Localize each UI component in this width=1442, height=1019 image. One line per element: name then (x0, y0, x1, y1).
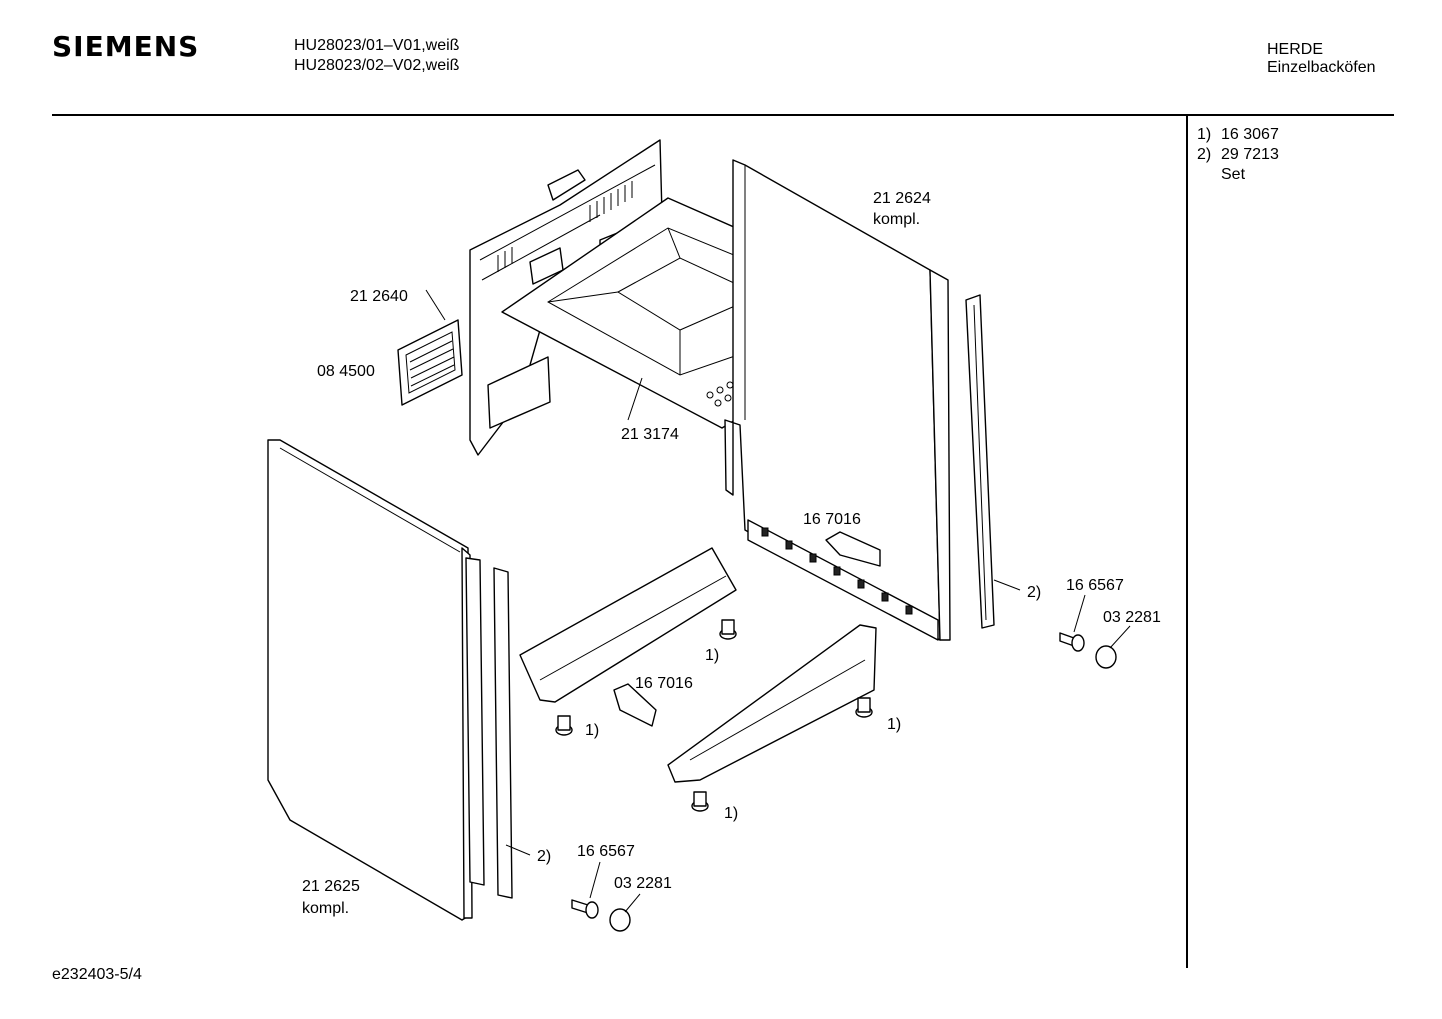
note-2-sub: Set (1221, 166, 1246, 183)
strip-left-inner (465, 557, 485, 886)
label-right-side-1: 21 2624 (873, 190, 931, 207)
right-side-panel (724, 159, 951, 641)
note-2-value: 29 7213 (1221, 146, 1279, 163)
model-line-1: HU28023/01–V01,weiß (294, 37, 460, 54)
category-line-2: Einzelbacköfen (1267, 59, 1376, 76)
label-left-side-1: 21 2625 (302, 878, 360, 895)
clip-lower (613, 683, 657, 727)
label-ref-1: 1) (724, 805, 739, 822)
note-1-marker: 1) (1197, 126, 1212, 143)
foot (691, 791, 709, 812)
note-1-value: 16 3067 (1221, 126, 1279, 143)
front-rail-upper (519, 547, 737, 703)
label-fan-cover: 08 4500 (317, 363, 375, 380)
left-side-panel (267, 439, 473, 921)
label-left-side-2: kompl. (302, 900, 350, 917)
label-ref-2: 2) (1027, 584, 1042, 601)
label-screw-right: 16 6567 (1066, 577, 1124, 594)
screw-right (1059, 632, 1085, 652)
model-line-2: HU28023/02–V02,weiß (294, 57, 460, 74)
fan-cover (397, 319, 463, 406)
brand-logo: SIEMENS (52, 30, 200, 63)
note-2-marker: 2) (1197, 146, 1212, 163)
label-clip-upper: 16 7016 (803, 511, 861, 528)
strip-left-outer (493, 567, 513, 899)
label-top-panel: 21 3174 (621, 426, 679, 443)
foot (719, 619, 737, 640)
header-divider (52, 114, 1394, 116)
label-ref-1: 1) (705, 647, 720, 664)
label-screw-left: 16 6567 (577, 843, 635, 860)
screw-left (571, 899, 599, 919)
label-cap-right: 03 2281 (1103, 609, 1161, 626)
cap-right (1095, 645, 1117, 669)
drawing-id: e232403-5/4 (52, 966, 142, 983)
label-cap-left: 03 2281 (614, 875, 672, 892)
cap-left (609, 908, 631, 932)
label-right-side-2: kompl. (873, 211, 921, 228)
foot (855, 697, 873, 718)
category-line-1: HERDE (1267, 41, 1324, 58)
foot (555, 715, 573, 736)
label-clip-lower: 16 7016 (635, 675, 693, 692)
clip-upper (825, 531, 881, 567)
label-ref-2: 2) (537, 848, 552, 865)
front-rail-lower (667, 624, 877, 783)
label-ref-1: 1) (887, 716, 902, 733)
label-ref-1: 1) (585, 722, 600, 739)
label-back-panel: 21 2640 (350, 288, 408, 305)
notes-divider (1186, 116, 1188, 968)
